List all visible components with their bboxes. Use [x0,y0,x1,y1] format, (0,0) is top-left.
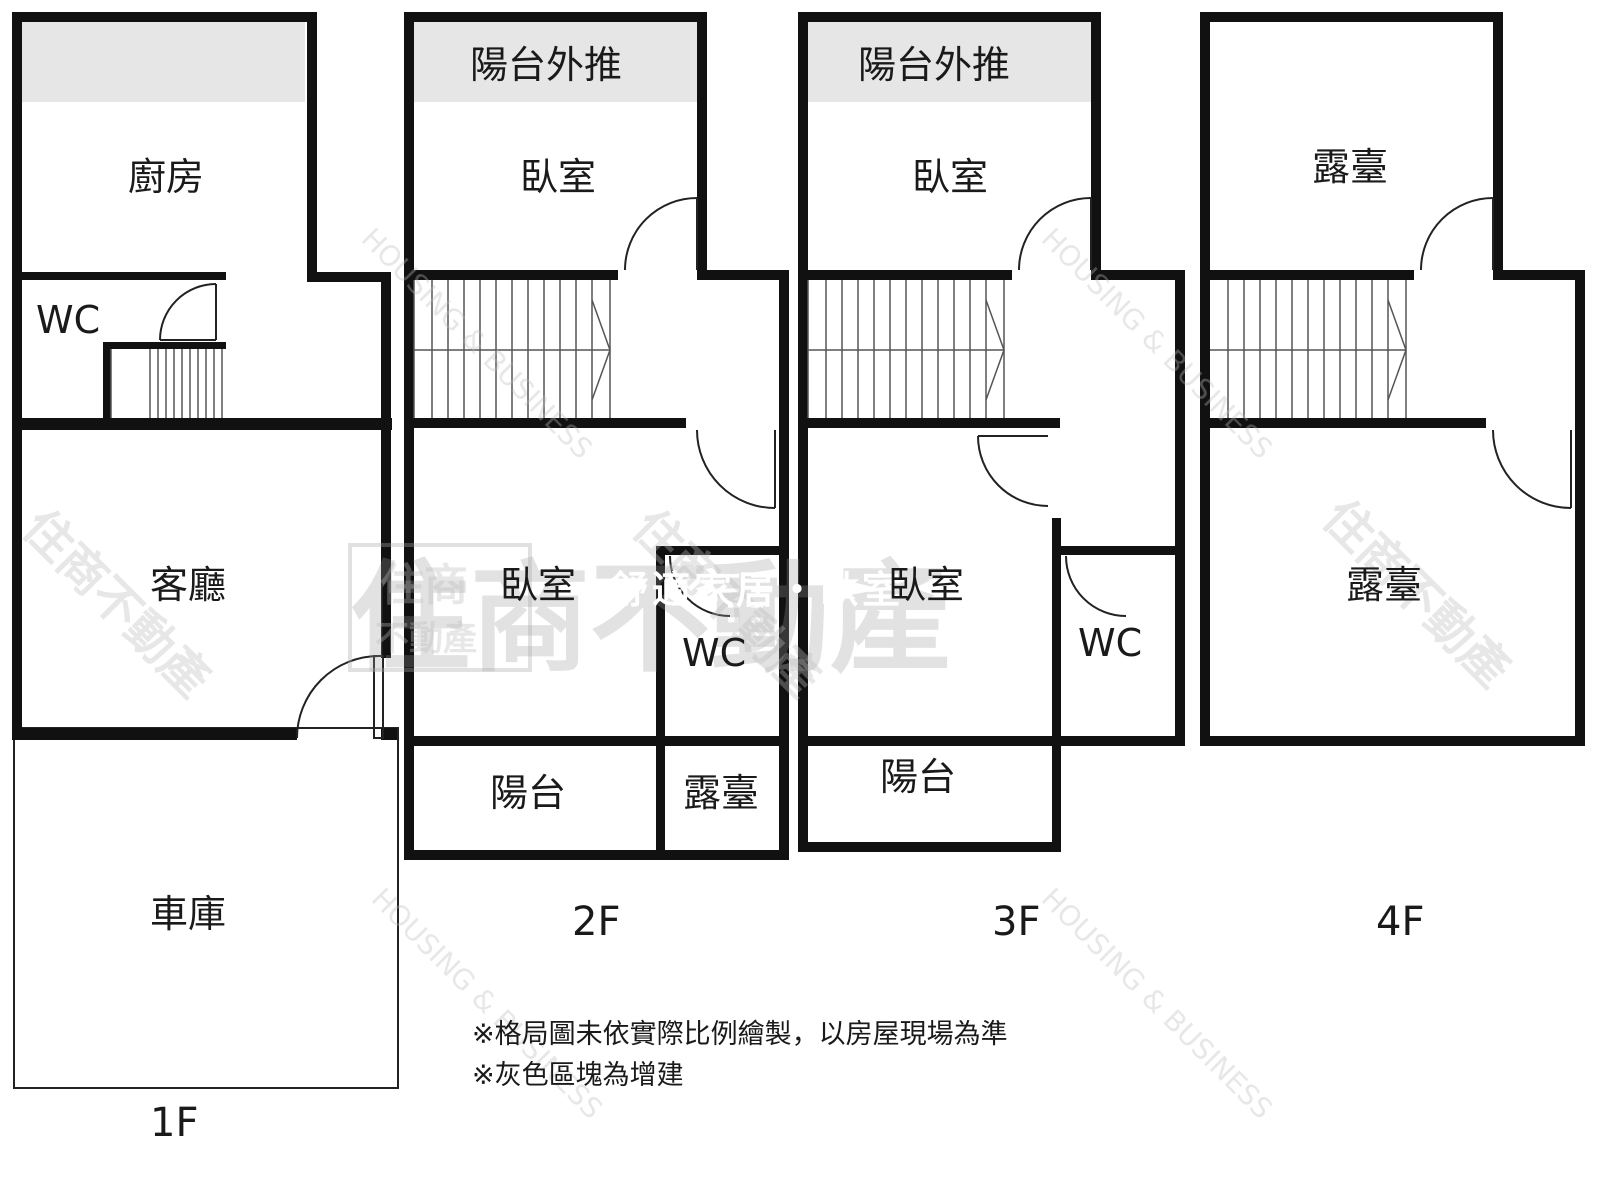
floor-2f [404,12,789,860]
watermark-english: HOUSING & BUSINESS [1035,222,1279,466]
room-terrace-2f: 露臺 [683,771,759,815]
room-kitchen-1f: 廚房 [128,155,204,199]
room-garage-1f: 車庫 [150,892,226,936]
stairs [807,280,1005,418]
room-balcony-2f: 陽台 [490,771,566,815]
door-swing-bedroom [624,197,698,271]
floor-label-1f: 1F [150,1100,198,1146]
door-swing-bedroom [1018,197,1092,271]
door-swing-terrace-main [1492,429,1572,509]
watermark-brand-large: 住商不動產 [350,550,950,689]
room-bedroom-mid-3f: 臥室 [888,563,964,607]
watermark-logo-box [348,543,532,672]
room-wc-2f: WC [682,631,746,675]
door-swing-stairs [696,429,776,509]
room-wc-3f: WC [1078,621,1142,665]
floor-label-2f: 2F [572,899,620,945]
door-swing-wc [159,283,217,341]
room-terrace-top-4f: 露臺 [1312,145,1388,189]
room-labels: 廚房 WC 客廳 車庫 陽台外推 臥室 臥室 WC 陽台 露臺 陽台外推 臥室 … [36,43,1422,936]
caption-overlay: 舒適家居・臥室 [610,568,904,612]
addition-area [414,22,697,102]
watermark: 住商不動產 住商 不動產 HOUSING & BUSINESS HOUSING … [12,222,1521,1126]
floor-label-4f: 4F [1376,899,1424,945]
watermark-logo-top: 住商 [380,560,468,611]
notes: ※格局圖未依實際比例繪製，以房屋現場為準 ※灰色區塊為增建 [472,1019,1008,1091]
door-swing-wc [669,555,731,617]
stairs [1210,280,1407,418]
floor-1f [12,12,399,1089]
room-balcony-ext-2f: 陽台外推 [470,43,622,87]
room-bedroom-top-3f: 臥室 [912,155,988,199]
watermark-logo-bottom: 不動產 [375,619,477,659]
floor-3f [798,12,1185,852]
floor-labels: 1F 2F 3F 4F [150,899,1424,1146]
door-swing-terrace [1420,197,1494,271]
addition-area [22,22,305,102]
note-scale-disclaimer: ※格局圖未依實際比例繪製，以房屋現場為準 [472,1019,1008,1050]
room-balcony-ext-3f: 陽台外推 [858,43,1010,87]
floor-label-3f: 3F [992,899,1040,945]
room-balcony-3f: 陽台 [880,755,956,799]
room-wc-1f: WC [36,298,100,342]
room-bedroom-mid-2f: 臥室 [500,563,576,607]
note-gray-addition: ※灰色區塊為增建 [472,1060,684,1091]
door-swing-bedroom-mid [977,435,1049,507]
room-bedroom-top-2f: 臥室 [520,155,596,199]
room-living-1f: 客廳 [150,563,226,607]
watermark-english: HOUSING & BUSINESS [1035,882,1279,1126]
room-terrace-main-4f: 露臺 [1346,563,1422,607]
floor-4f [1200,12,1585,746]
door-swing-wc [1065,555,1127,617]
stairs [110,349,223,418]
door-swing-entrance [296,655,380,739]
addition-area [808,22,1091,102]
stairs [413,280,611,418]
